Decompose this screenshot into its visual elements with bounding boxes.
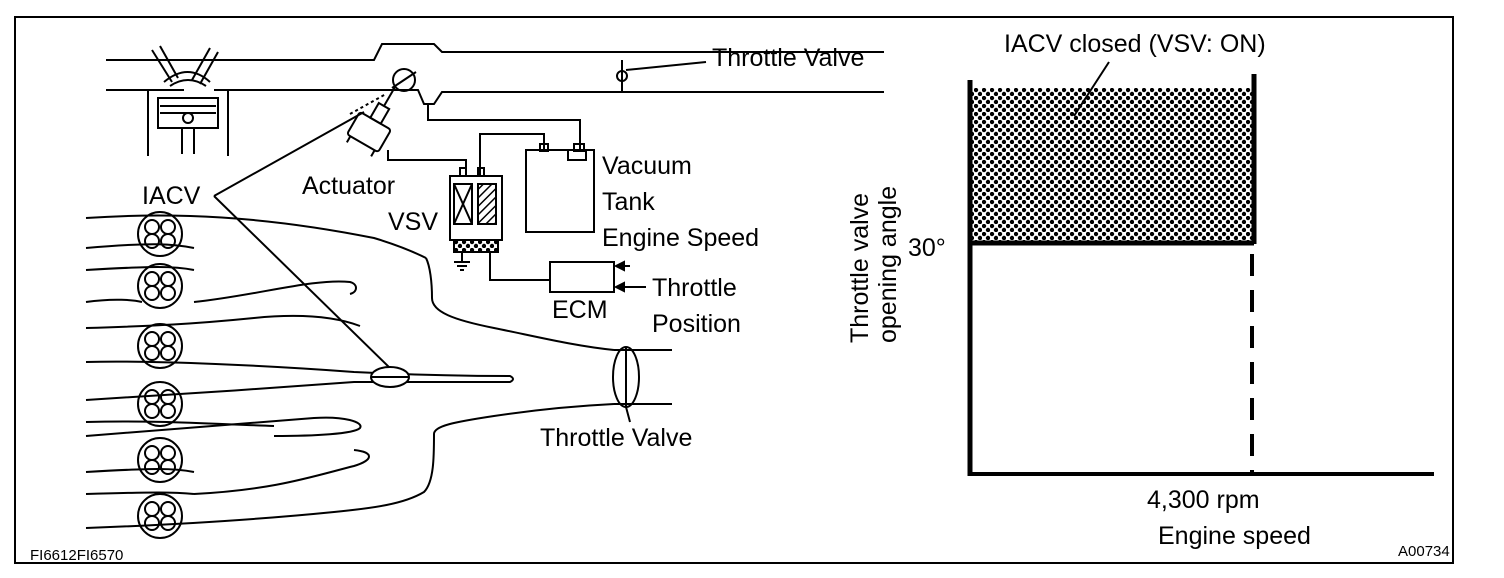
label-tank: Tank bbox=[602, 188, 655, 216]
label-throttle-valve-top: Throttle Valve bbox=[712, 44, 864, 72]
intake-runners bbox=[85, 214, 672, 529]
ecm-box bbox=[549, 260, 646, 293]
label-vsv: VSV bbox=[388, 208, 438, 236]
figure-frame: Throttle Valve IACV Actuator VSV Vacuum … bbox=[14, 16, 1454, 564]
iacv-closed-region bbox=[972, 88, 1253, 242]
figure-svg: Throttle Valve IACV Actuator VSV Vacuum … bbox=[14, 16, 1454, 564]
engine-cylinder bbox=[147, 45, 229, 156]
injector-circles bbox=[137, 211, 183, 539]
label-throttle: Throttle bbox=[652, 274, 737, 302]
label-ecm: ECM bbox=[552, 296, 608, 324]
label-iacv: IACV bbox=[142, 182, 201, 210]
actuator bbox=[346, 86, 396, 157]
label-position: Position bbox=[652, 310, 741, 338]
top-throttle-valve bbox=[391, 60, 707, 92]
label-engine-speed: Engine Speed bbox=[602, 224, 759, 252]
y-axis-label-line1: Throttle valve bbox=[846, 193, 874, 343]
label-actuator: Actuator bbox=[302, 172, 395, 200]
x-axis-label: Engine speed bbox=[1158, 522, 1311, 550]
y-axis-label-line2: opening angle bbox=[874, 186, 902, 343]
vsv bbox=[449, 167, 550, 281]
label-throttle-valve-bottom: Throttle Valve bbox=[540, 424, 692, 452]
iacv-operation-chart bbox=[967, 61, 1434, 476]
outer-border bbox=[14, 16, 1454, 564]
intake-system-diagram bbox=[85, 43, 884, 539]
vacuum-tank bbox=[525, 143, 595, 233]
x-threshold-label: 4,300 rpm bbox=[1147, 486, 1260, 514]
region-label: IACV closed (VSV: ON) bbox=[1004, 30, 1266, 58]
region-label-leader bbox=[1073, 61, 1110, 117]
figure-code-left: FI6612FI6570 bbox=[30, 547, 123, 564]
y-threshold-label: 30° bbox=[908, 234, 946, 262]
figure-code-right: A00734 bbox=[1398, 543, 1450, 560]
label-vacuum: Vacuum bbox=[602, 152, 692, 180]
